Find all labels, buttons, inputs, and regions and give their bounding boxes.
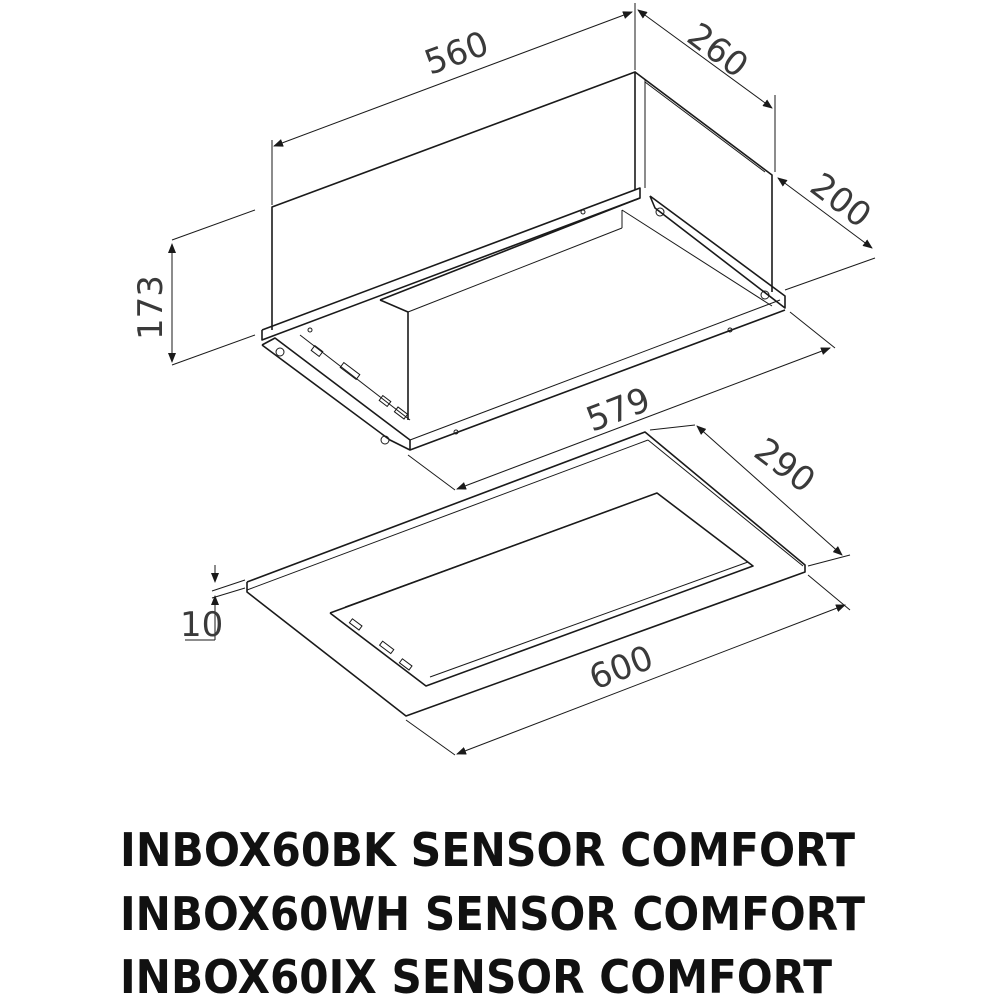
dim-width-560: 560 [419, 24, 494, 84]
model-name: INBOX60IX SENSOR COMFORT [120, 950, 833, 1000]
dim-depth-200: 200 [803, 165, 879, 236]
dim-depth-290: 290 [747, 430, 823, 501]
dim-height-173: 173 [131, 275, 171, 340]
model-name: INBOX60WH SENSOR COMFORT [120, 887, 866, 941]
hood-housing [261, 71, 786, 451]
dimension-lines [168, 3, 876, 756]
glass-panel [246, 431, 806, 717]
dim-thickness-10: 10 [180, 605, 223, 645]
dim-depth-260: 260 [680, 15, 756, 86]
dim-width-600: 600 [584, 638, 659, 699]
model-name: INBOX60BK SENSOR COMFORT [120, 823, 856, 877]
